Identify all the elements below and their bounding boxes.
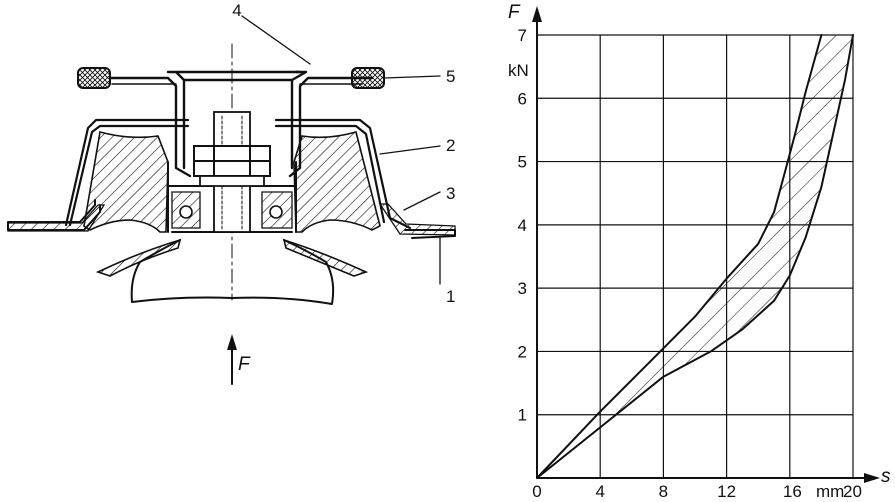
y-tick-label: 3 — [518, 279, 527, 298]
x-tick-label: 20 — [843, 482, 862, 501]
y-tick-label: 6 — [518, 89, 527, 108]
chart-axes — [532, 6, 880, 483]
x-tick-label: 12 — [717, 482, 736, 501]
x-tick-labels: 0 4 8 12 16 20 — [532, 482, 862, 501]
bearing-ball-right — [269, 205, 283, 219]
characteristic-band — [537, 35, 853, 478]
hex-nut — [193, 145, 271, 177]
band-lower-curve — [536, 34, 854, 479]
callout-5: 5 — [446, 67, 455, 86]
callout-1: 1 — [446, 287, 455, 306]
buffer-left — [77, 67, 111, 89]
rubber-block-right — [293, 131, 381, 233]
x-axis-unit: mm — [816, 482, 844, 501]
callout-2: 2 — [446, 136, 455, 155]
leader-5 — [383, 75, 441, 79]
band-upper-curve — [536, 34, 823, 479]
x-tick-label: 8 — [659, 482, 668, 501]
y-tick-label: 2 — [518, 342, 527, 361]
buffer-right — [351, 67, 385, 89]
callout-3: 3 — [446, 184, 455, 203]
x-axis-symbol: s — [881, 466, 891, 487]
chart-grid — [537, 34, 854, 478]
y-axis-arrow — [532, 6, 542, 22]
y-tick-label: 7 — [518, 26, 527, 45]
y-tick-label: 5 — [518, 153, 527, 172]
outer-housing — [64, 118, 412, 230]
nut-washer — [199, 175, 265, 187]
force-arrow-head — [227, 334, 237, 350]
y-axis-symbol: F — [508, 2, 521, 23]
x-tick-label: 16 — [783, 482, 802, 501]
bearing-ball-left — [179, 205, 193, 219]
leader-2 — [379, 145, 441, 155]
y-tick-labels: 1 2 3 4 5 6 7 — [518, 26, 527, 425]
rubber-block-left — [83, 131, 169, 233]
strut-tube — [130, 239, 335, 305]
x-tick-label: 0 — [532, 482, 541, 501]
x-tick-label: 4 — [595, 482, 604, 501]
dust-dish — [95, 238, 182, 277]
leader-4 — [241, 15, 311, 65]
strut-mount-section: 4 5 2 3 1 F — [7, 1, 456, 385]
leader-3 — [403, 191, 441, 211]
y-axis-unit: kN — [508, 61, 529, 80]
top-cap — [108, 70, 374, 178]
y-tick-label: 4 — [518, 216, 527, 235]
callout-4: 4 — [232, 1, 241, 20]
force-label: F — [238, 354, 251, 375]
top-cap-plate — [174, 70, 302, 82]
y-tick-label: 1 — [518, 406, 527, 425]
x-axis-arrow — [864, 473, 880, 483]
